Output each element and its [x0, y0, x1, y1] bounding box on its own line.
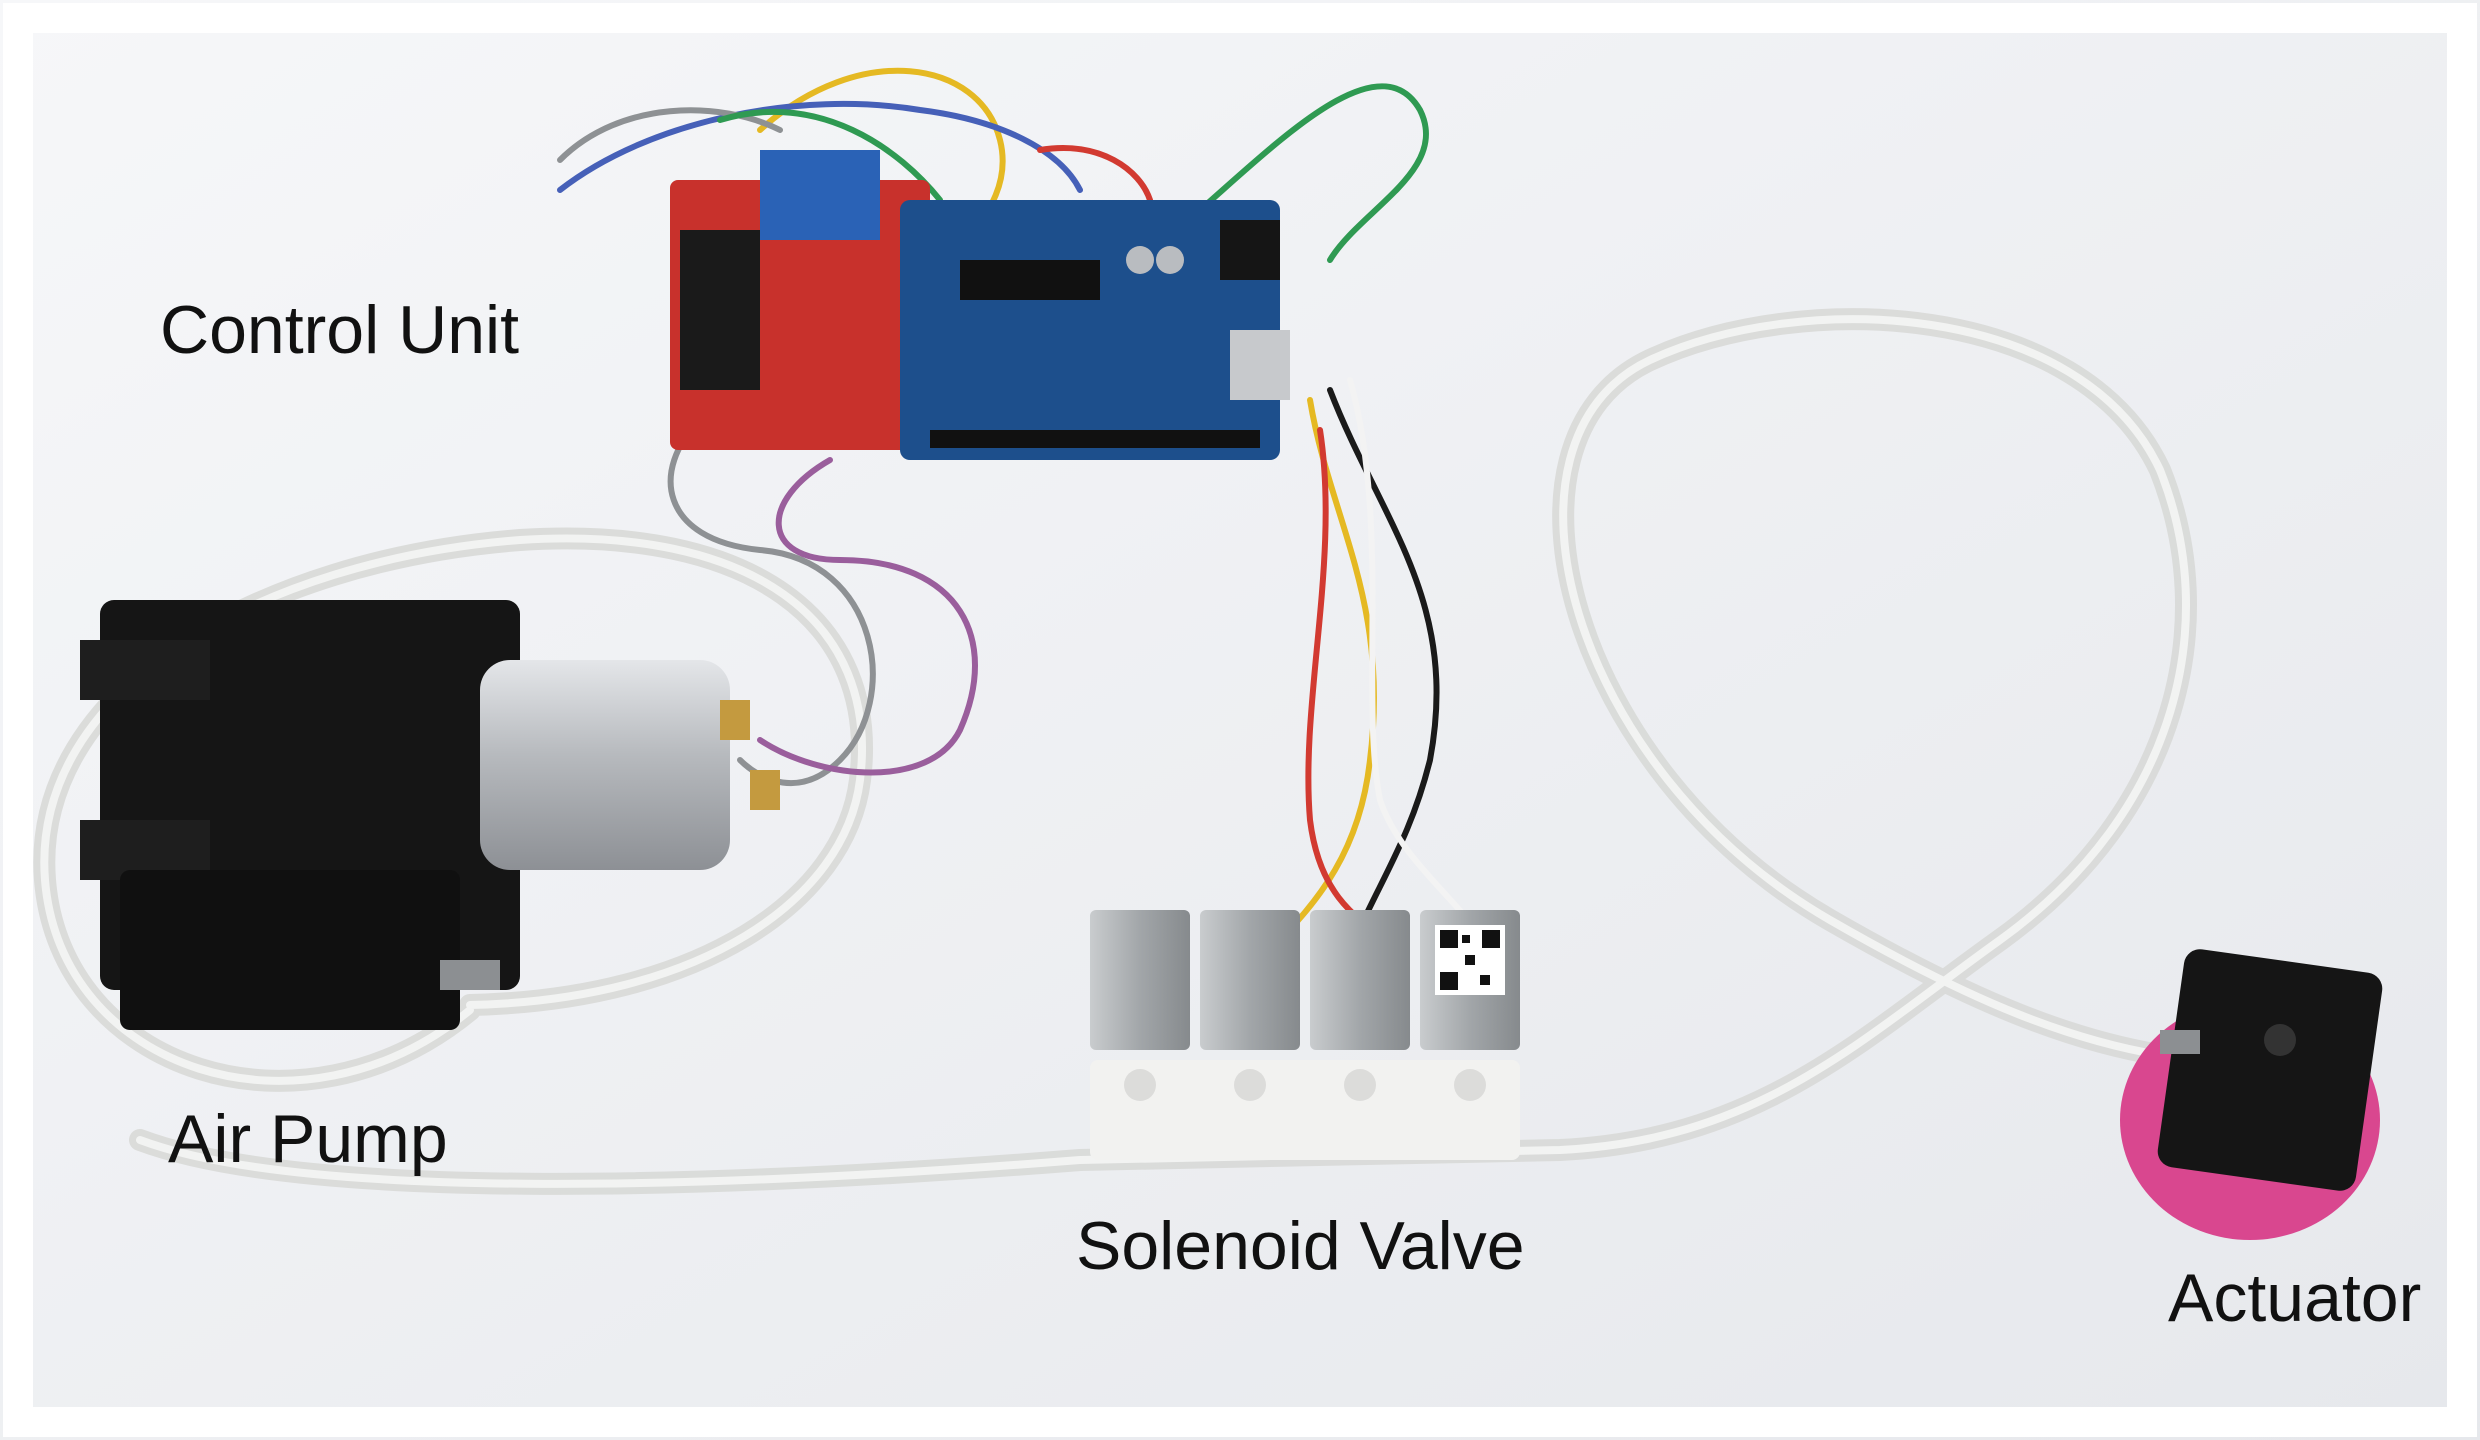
air-pump [80, 600, 780, 1030]
valve-port [1344, 1069, 1376, 1101]
white-signal-wire [1347, 377, 1493, 953]
qr-code-pattern [1440, 930, 1500, 990]
valve-port [1454, 1069, 1486, 1101]
photo-frame [3, 3, 2477, 1437]
pump-outlet [440, 960, 500, 990]
motor-terminal [720, 700, 750, 740]
valve-coil-2 [1200, 910, 1300, 1050]
grey-wire [667, 417, 876, 787]
actuator [2120, 949, 2383, 1240]
capacitor [1156, 246, 1184, 274]
red-mid-wire [1037, 145, 1153, 203]
tubing [33, 308, 2211, 1195]
pump-head [120, 870, 460, 1030]
actuator-port [2264, 1024, 2296, 1056]
valve-port [1234, 1069, 1266, 1101]
valve-coil-1 [1090, 910, 1190, 1050]
actuator-connector [2160, 1030, 2200, 1054]
relay-module [760, 150, 880, 240]
valve-coil-3 [1310, 910, 1410, 1050]
motor-can [480, 660, 730, 870]
grey-top-wire [557, 107, 783, 163]
power-jack [1220, 220, 1280, 280]
pump-flange [80, 640, 210, 700]
valve-manifold [1090, 1060, 1520, 1160]
driver-heatsink [680, 230, 760, 390]
label-solenoid-valve: Solenoid Valve [1076, 1208, 1525, 1284]
actuator-housing [2157, 949, 2383, 1191]
usb-port [1230, 330, 1290, 400]
control-unit [670, 150, 1290, 460]
label-actuator: Actuator [2168, 1260, 2422, 1336]
label-control-unit: Control Unit [160, 292, 520, 368]
label-air-pump: Air Pump [168, 1101, 448, 1177]
pump-loop-tube-highlight [40, 534, 866, 1085]
valve-port [1124, 1069, 1156, 1101]
solenoid-valve [1090, 910, 1520, 1160]
microcontroller-chip [960, 260, 1100, 300]
motor-terminal [750, 770, 780, 810]
wires [557, 67, 1493, 953]
header-strip [930, 430, 1260, 448]
main-line-tube-highlight [136, 315, 2204, 1188]
green-top-wire [1197, 83, 1430, 263]
black-signal-wire [1327, 387, 1440, 953]
purple-wire [757, 457, 978, 776]
capacitor [1126, 246, 1154, 274]
